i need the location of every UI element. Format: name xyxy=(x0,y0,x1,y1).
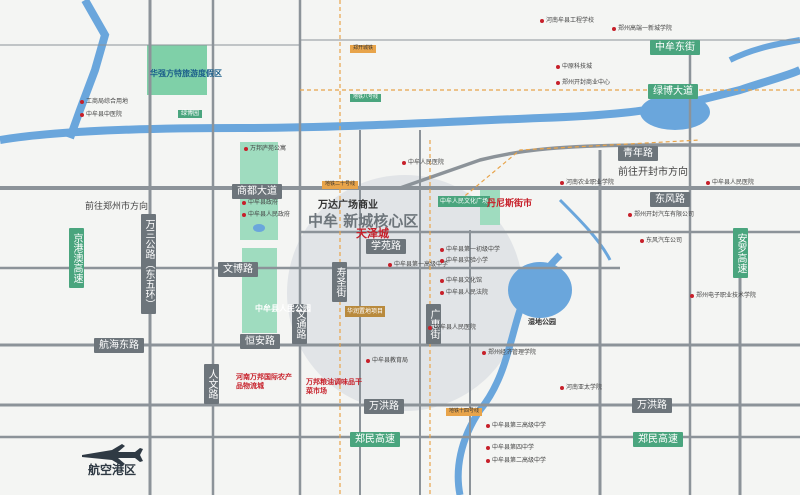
poi-item: 河南牟县工程学校 xyxy=(540,18,594,24)
road-xueyuan: 学苑路 xyxy=(366,239,406,254)
road-wenbo: 文博路 xyxy=(218,262,258,277)
poi-item: 中牟县第二高级中学 xyxy=(486,458,546,464)
poi-item: 中牟县人民医院 xyxy=(706,180,754,186)
fangte-label: 华强方特旅游度假区 xyxy=(150,69,222,78)
wanda-label: 万达广场商业 xyxy=(318,200,378,211)
road-wansan: 万三公路（东五环） xyxy=(141,214,156,314)
danisi-label: 丹尼斯街市 xyxy=(487,199,533,209)
poi-item: 河南亚太学院 xyxy=(560,385,602,391)
road-jinggang: 京港澳高速 xyxy=(69,228,84,288)
poi-item: 工商局综合用地 xyxy=(80,99,128,105)
tag-metro-20: 地铁二十号线 xyxy=(322,181,359,189)
road-zhengmin-right: 郑民高速 xyxy=(633,432,683,447)
poi-item: 中牟县第一初级中学 xyxy=(440,247,500,253)
poi-item: 河南农业职业学院 xyxy=(560,180,614,186)
poi-item: 郑州电子职业技术学院 xyxy=(690,293,756,299)
road-qingnian: 青年路 xyxy=(618,146,658,161)
airport-label: 航空港区 xyxy=(88,463,137,477)
market-label: 万邦粮油调味品干菜市场 xyxy=(306,378,362,395)
tag-zhengkai-rail: 郑开城铁 xyxy=(350,45,377,53)
river-main xyxy=(0,66,800,144)
road-zhengmin-left: 郑民高速 xyxy=(350,432,400,447)
poi-item: 中牟县中医院 xyxy=(80,112,122,118)
wetland-label: 湿地公园 xyxy=(528,318,556,326)
tianze-label: 天泽城 xyxy=(356,227,389,240)
poi-item: 中牟县人民医院 xyxy=(428,325,476,331)
core-zone-circle xyxy=(287,175,523,411)
road-shangdu: 商都大道 xyxy=(232,184,282,199)
park-label: 中牟县人民公园 xyxy=(255,304,311,313)
poi-item: 中牟县人民法院 xyxy=(440,290,488,296)
poi-item: 中牟县第一高级中学 xyxy=(388,262,448,268)
road-lvbo: 绿博大道 xyxy=(648,84,698,99)
core-area-label: 中牟 新城核心区 xyxy=(308,212,419,230)
canal xyxy=(558,198,612,261)
poi-item: 东风汽车公司 xyxy=(640,238,682,244)
pond xyxy=(253,224,265,232)
road-hengan: 恒安路 xyxy=(240,334,280,349)
wetland-lake xyxy=(508,262,572,318)
poi-item: 中牟县实验小学 xyxy=(440,258,488,264)
logistics-label: 河南万邦国际农产品物流城 xyxy=(236,373,292,390)
poi-item: 中牟县第三高级中学 xyxy=(486,423,546,429)
poi-item: 郑州高端一新城学院 xyxy=(612,26,672,32)
poi-item: 中原科技城 xyxy=(556,64,592,70)
road-wanhong-right: 万洪路 xyxy=(632,398,672,413)
poi-item: 郑州开封汽车有限公司 xyxy=(628,212,694,218)
road-wanhong: 万洪路 xyxy=(364,399,404,414)
road-shousheng: 寿圣街 xyxy=(332,262,347,302)
road-wentong: 文通路 xyxy=(292,304,307,344)
poi-item: 郑州开封商业中心 xyxy=(556,80,610,86)
river-north-west xyxy=(66,0,110,140)
renwen-plaza-box: 中牟人民文化广场 xyxy=(438,196,491,208)
poi-item: 中牟县文化馆 xyxy=(440,278,482,284)
airplane-icon xyxy=(82,444,143,466)
lake-east xyxy=(640,94,710,130)
road-zhongmou-dongjie: 中牟东街 xyxy=(650,40,700,55)
green-park-label: 绿博园 xyxy=(178,110,203,118)
tag-metro-14: 地铁十四号线 xyxy=(446,408,483,416)
fangte-park-area xyxy=(147,45,207,95)
to-zhengzhou-label: 前往郑州市方向 xyxy=(85,202,149,212)
road-renwen: 人文路 xyxy=(204,364,219,404)
poi-item: 中牟县第四中学 xyxy=(486,445,534,451)
road-hanghai-dong: 航海东路 xyxy=(94,338,144,353)
tag-metro-8: 地铁八号线 xyxy=(350,94,382,102)
road-guanghui: 广惠街 xyxy=(426,304,441,344)
poi-item: 万邦庐苑公寓 xyxy=(244,146,286,152)
to-kaifeng-label: 前往开封市方向 xyxy=(618,167,688,178)
river-east-branch xyxy=(728,37,800,63)
poi-item: 中牟县政府 xyxy=(242,200,278,206)
road-anluo: 安罗高速 xyxy=(733,228,748,278)
poi-item: 郑州经济管理学院 xyxy=(482,350,536,356)
poi-item: 中牟县人民政府 xyxy=(242,212,290,218)
road-dongfeng: 东风路 xyxy=(650,192,690,207)
lower-park-area xyxy=(242,248,277,333)
poi-item: 中牟人民医院 xyxy=(402,160,444,166)
poi-item: 中牟县教育局 xyxy=(366,358,408,364)
project-marker: 华润置地项目 xyxy=(345,306,386,318)
